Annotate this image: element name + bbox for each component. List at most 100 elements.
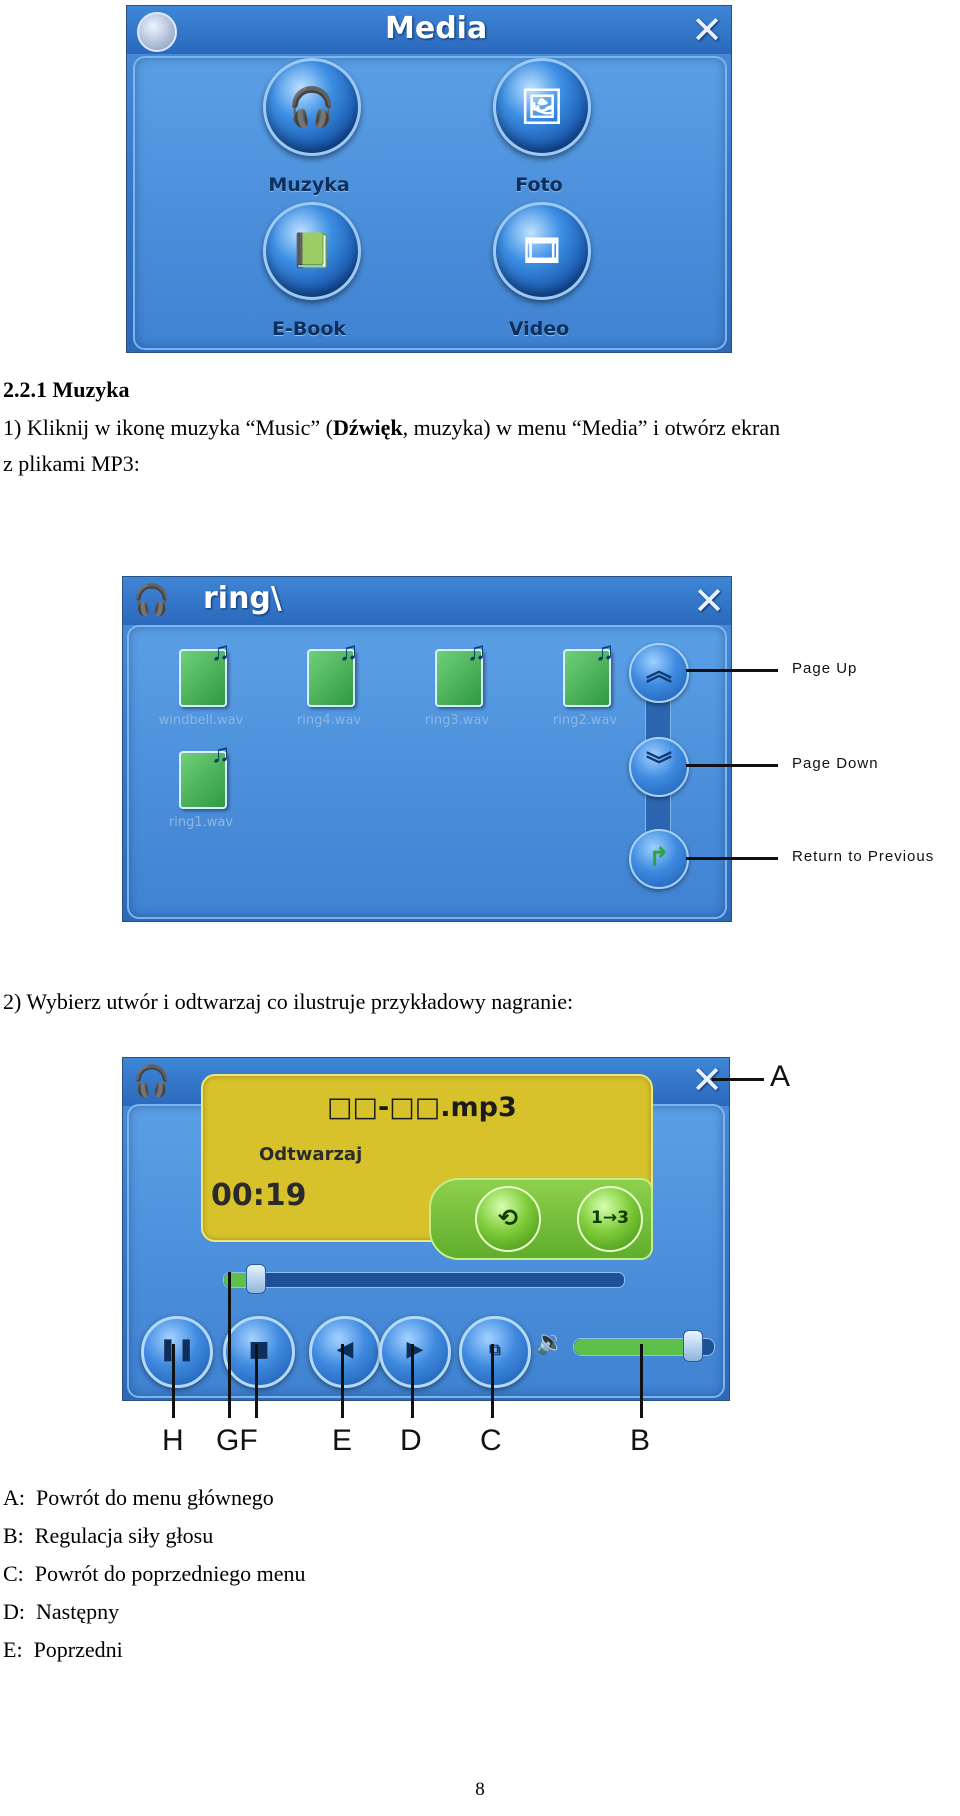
playback-status: Odtwarzaj — [259, 1144, 363, 1165]
page-down-leader — [686, 764, 778, 767]
browser-panel — [127, 625, 727, 919]
next-button[interactable]: ▶ — [379, 1316, 451, 1388]
legend-text: Powrót do menu głównego — [36, 1485, 274, 1510]
file-item[interactable]: windbell.wav — [141, 637, 251, 749]
step2-text: 2) Wybierz utwór i odtwarzaj co ilustruj… — [3, 989, 574, 1014]
label-b: B — [630, 1424, 651, 1457]
file-name: ring2.wav — [552, 713, 618, 728]
previous-button[interactable]: ◀ — [309, 1316, 381, 1388]
step1-text-bold: Dźwięk — [332, 415, 403, 440]
browser-titlebar — [123, 577, 731, 625]
legend-key: B: — [3, 1523, 24, 1548]
legend-text: Poprzedni — [33, 1637, 123, 1662]
browser-title: ring\ — [203, 581, 282, 616]
page-down-button[interactable]: ︾ — [629, 737, 689, 797]
music-file-icon — [179, 637, 231, 707]
label-h: H — [162, 1424, 184, 1457]
label-e: E — [332, 1424, 353, 1457]
legend-item: E: Poprzedni — [3, 1634, 123, 1666]
page-down-label: Page Down — [792, 755, 879, 772]
label-d: D — [400, 1424, 422, 1457]
progress-handle[interactable] — [246, 1264, 266, 1294]
music-file-icon — [435, 637, 487, 707]
pause-button[interactable]: ❚❚ — [141, 1316, 213, 1388]
b-leader — [640, 1344, 643, 1418]
section-heading: 2.2.1 Muzyka — [3, 377, 130, 402]
media-settings-icon[interactable] — [137, 12, 177, 52]
media-title: Media — [385, 11, 488, 46]
volume-track[interactable] — [573, 1338, 715, 1356]
legend-text: Regulacja siły głosu — [34, 1523, 214, 1548]
page-number: 8 — [475, 1779, 485, 1800]
close-icon[interactable]: ✕ — [691, 8, 723, 52]
file-item[interactable]: ring1.wav — [141, 739, 251, 851]
file-name: ring4.wav — [296, 713, 362, 728]
play-order-button[interactable]: 1→3 — [577, 1186, 643, 1252]
media-item-ebook[interactable]: E-Book — [271, 318, 347, 340]
d-leader — [411, 1344, 414, 1418]
return-button[interactable]: ↱ — [629, 829, 689, 889]
e-leader — [341, 1344, 344, 1418]
legend-key: D: — [3, 1599, 25, 1624]
legend-item: D: Następny — [3, 1596, 119, 1628]
step1-line1: 1) Kliknij w ikonę muzyka “Music” (Dźwię… — [3, 412, 780, 444]
step1-line2: z plikami MP3: — [3, 451, 140, 476]
speaker-icon: 🔉 — [535, 1330, 565, 1356]
return-leader — [686, 857, 778, 860]
file-name: windbell.wav — [158, 713, 244, 728]
legend-text: Następny — [36, 1599, 120, 1624]
file-name: ring1.wav — [168, 815, 234, 830]
legend-item: A: Powrót do menu głównego — [3, 1482, 274, 1514]
legend-text: Powrót do poprzedniego menu — [34, 1561, 306, 1586]
media-item-video[interactable]: Video — [508, 318, 570, 340]
step1-text-b: , muzyka) w menu “Media” i otwórz ekran — [402, 415, 781, 440]
file-name: ring3.wav — [424, 713, 490, 728]
page-up-leader — [686, 669, 778, 672]
headphones-icon[interactable]: 🎧 — [263, 58, 361, 156]
progress-track[interactable] — [223, 1272, 625, 1288]
label-gf: GF — [216, 1424, 258, 1457]
media-screenshot: Media ✕ 🎧 Muzyka 🖼 Foto 📗 E-Book 🎞 Video — [126, 5, 732, 353]
return-label: Return to Previous — [792, 848, 935, 865]
music-file-icon — [307, 637, 359, 707]
legend-key: E: — [3, 1637, 23, 1662]
browser-screenshot: 🎧 ring\ ✕ windbell.wav ring4.wav ring3.w… — [122, 576, 732, 922]
book-icon[interactable]: 📗 — [263, 202, 361, 300]
media-item-foto[interactable]: Foto — [515, 174, 563, 196]
headphones-icon: 🎧 — [133, 1065, 171, 1098]
label-c: C — [480, 1424, 502, 1457]
legend-key: A: — [3, 1485, 25, 1510]
now-playing-card — [201, 1074, 653, 1242]
back-to-menu-button[interactable]: ⧉ — [459, 1316, 531, 1388]
music-file-icon — [563, 637, 615, 707]
track-title: □□-□□.mp3 — [327, 1092, 517, 1123]
media-titlebar — [127, 6, 731, 54]
legend-item: C: Powrót do poprzedniego menu — [3, 1558, 305, 1590]
film-reel-icon[interactable]: 🎞 — [493, 202, 591, 300]
file-item[interactable]: ring2.wav — [525, 637, 635, 749]
music-file-icon — [179, 739, 231, 809]
legend-item: B: Regulacja siły głosu — [3, 1520, 213, 1552]
a-leader — [712, 1078, 764, 1081]
legend-key: C: — [3, 1561, 24, 1586]
label-a: A — [770, 1060, 791, 1093]
media-item-muzyka[interactable]: Muzyka — [268, 174, 350, 196]
g-leader — [228, 1272, 231, 1418]
file-item[interactable]: ring4.wav — [269, 637, 379, 749]
headphones-icon: 🎧 — [133, 584, 171, 617]
player-screenshot: 🎧 ✕ □□-□□.mp3 Odtwarzaj 00:19 ⟲ 1→3 ❚❚ ■… — [122, 1057, 730, 1401]
file-item[interactable]: ring3.wav — [397, 637, 507, 749]
close-icon[interactable]: ✕ — [693, 579, 725, 623]
repeat-button[interactable]: ⟲ — [475, 1186, 541, 1252]
stop-button[interactable]: ■ — [223, 1316, 295, 1388]
media-panel — [133, 56, 727, 350]
c-leader — [491, 1344, 494, 1418]
h-leader — [172, 1344, 175, 1418]
volume-handle[interactable] — [683, 1330, 703, 1362]
page-up-label: Page Up — [792, 660, 858, 677]
step1-text-a: 1) Kliknij w ikonę muzyka “Music” ( — [3, 415, 333, 440]
elapsed-time: 00:19 — [211, 1178, 307, 1213]
page-up-button[interactable]: ︽ — [629, 643, 689, 703]
f-leader — [255, 1344, 258, 1418]
photo-icon[interactable]: 🖼 — [493, 58, 591, 156]
